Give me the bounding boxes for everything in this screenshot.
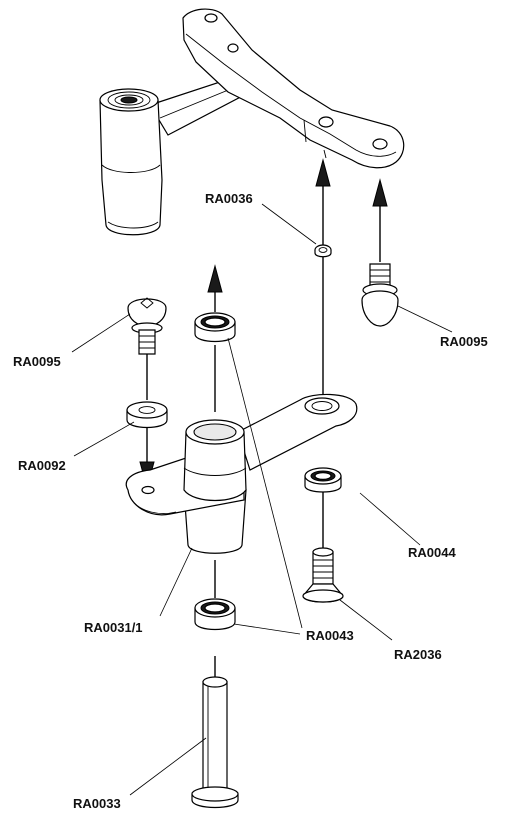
arrow-up-center-icon [207, 264, 223, 293]
label-ra0036: RA0036 [205, 191, 253, 206]
part-ra0043-lower-bearing [194, 598, 236, 631]
part-ra0043-upper-bearing [194, 312, 236, 343]
label-ra0031-1: RA0031/1 [84, 620, 143, 635]
label-ra0095-left: RA0095 [13, 354, 61, 369]
label-ra0044: RA0044 [408, 545, 456, 560]
label-ra0033: RA0033 [73, 796, 121, 811]
upper-steering-arm-assembly [99, 8, 405, 236]
label-ra0095-right: RA0095 [440, 334, 488, 349]
arrow-up-right-icon [315, 158, 331, 187]
label-ra2036: RA2036 [394, 647, 442, 662]
part-ra0036-washer [314, 244, 332, 258]
leader-lines [71, 203, 453, 796]
part-labels: RA0036 RA0095 RA0095 RA0092 RA0044 RA003… [13, 191, 488, 811]
part-ra0031-1-steering-arm [125, 393, 358, 554]
label-ra0043: RA0043 [306, 628, 354, 643]
part-ra2036-screw [302, 547, 344, 603]
part-ra0033-pin [191, 676, 239, 809]
part-ra0095-left-ball-stud [127, 297, 167, 355]
label-ra0092: RA0092 [18, 458, 66, 473]
part-ra0044-bearing [304, 467, 342, 493]
part-ra0095-right-ball-stud [361, 263, 399, 327]
arrow-up-far-right-icon [372, 178, 388, 207]
part-ra0092-spacer [126, 401, 168, 429]
